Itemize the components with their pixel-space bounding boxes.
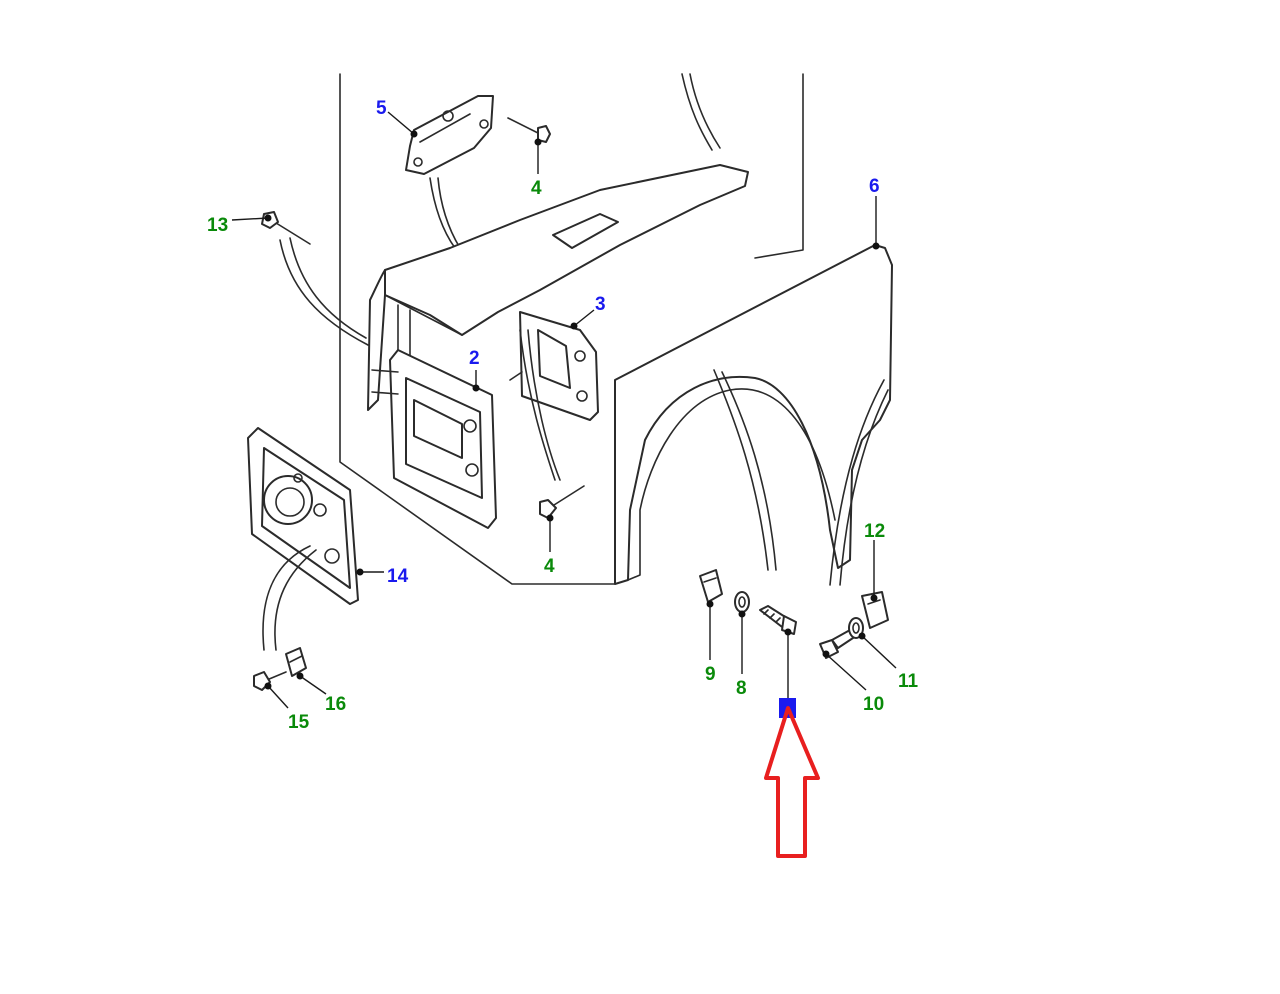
part-9-clip: [699, 569, 723, 603]
callout-16: 16: [325, 694, 346, 715]
callout-8: 8: [736, 678, 747, 699]
callout-13: 13: [207, 215, 228, 236]
part-12-clip: [861, 591, 889, 629]
callout-4-top: 4: [531, 178, 542, 199]
highlighted-bolt: [759, 605, 797, 635]
part-4-lower-rivet: [539, 485, 585, 552]
part-2-panel: [371, 349, 497, 529]
part-3-bracket: [509, 311, 599, 481]
callout-labels: 2 3 4 4 5 6 8 9 10 11 12 13 14 15 16: [207, 98, 919, 733]
callout-2: 2: [469, 348, 480, 369]
callout-6: 6: [869, 176, 880, 197]
part-11-washer: [848, 617, 864, 639]
callout-15: 15: [288, 712, 310, 733]
part-14-mounting-plate: [247, 427, 359, 651]
callout-9: 9: [705, 664, 716, 685]
up-arrow-icon: [764, 706, 820, 858]
callout-11: 11: [898, 671, 919, 692]
part-16-clip-nut: [285, 647, 307, 677]
part-4-top-rivet: [507, 117, 551, 174]
callout-10: 10: [863, 694, 884, 715]
callout-12: 12: [864, 521, 885, 542]
part-8-washer: [734, 591, 750, 613]
callout-5: 5: [376, 98, 387, 119]
part-13-screw: [261, 211, 369, 346]
callout-3: 3: [595, 294, 606, 315]
part-6-quarter-panel: [614, 244, 893, 586]
part-5-bracket: [405, 95, 494, 249]
upper-gutter-panel: [367, 164, 749, 411]
callout-14: 14: [387, 566, 409, 587]
callout-4-lower: 4: [544, 556, 555, 577]
leader-lines: [231, 111, 897, 709]
